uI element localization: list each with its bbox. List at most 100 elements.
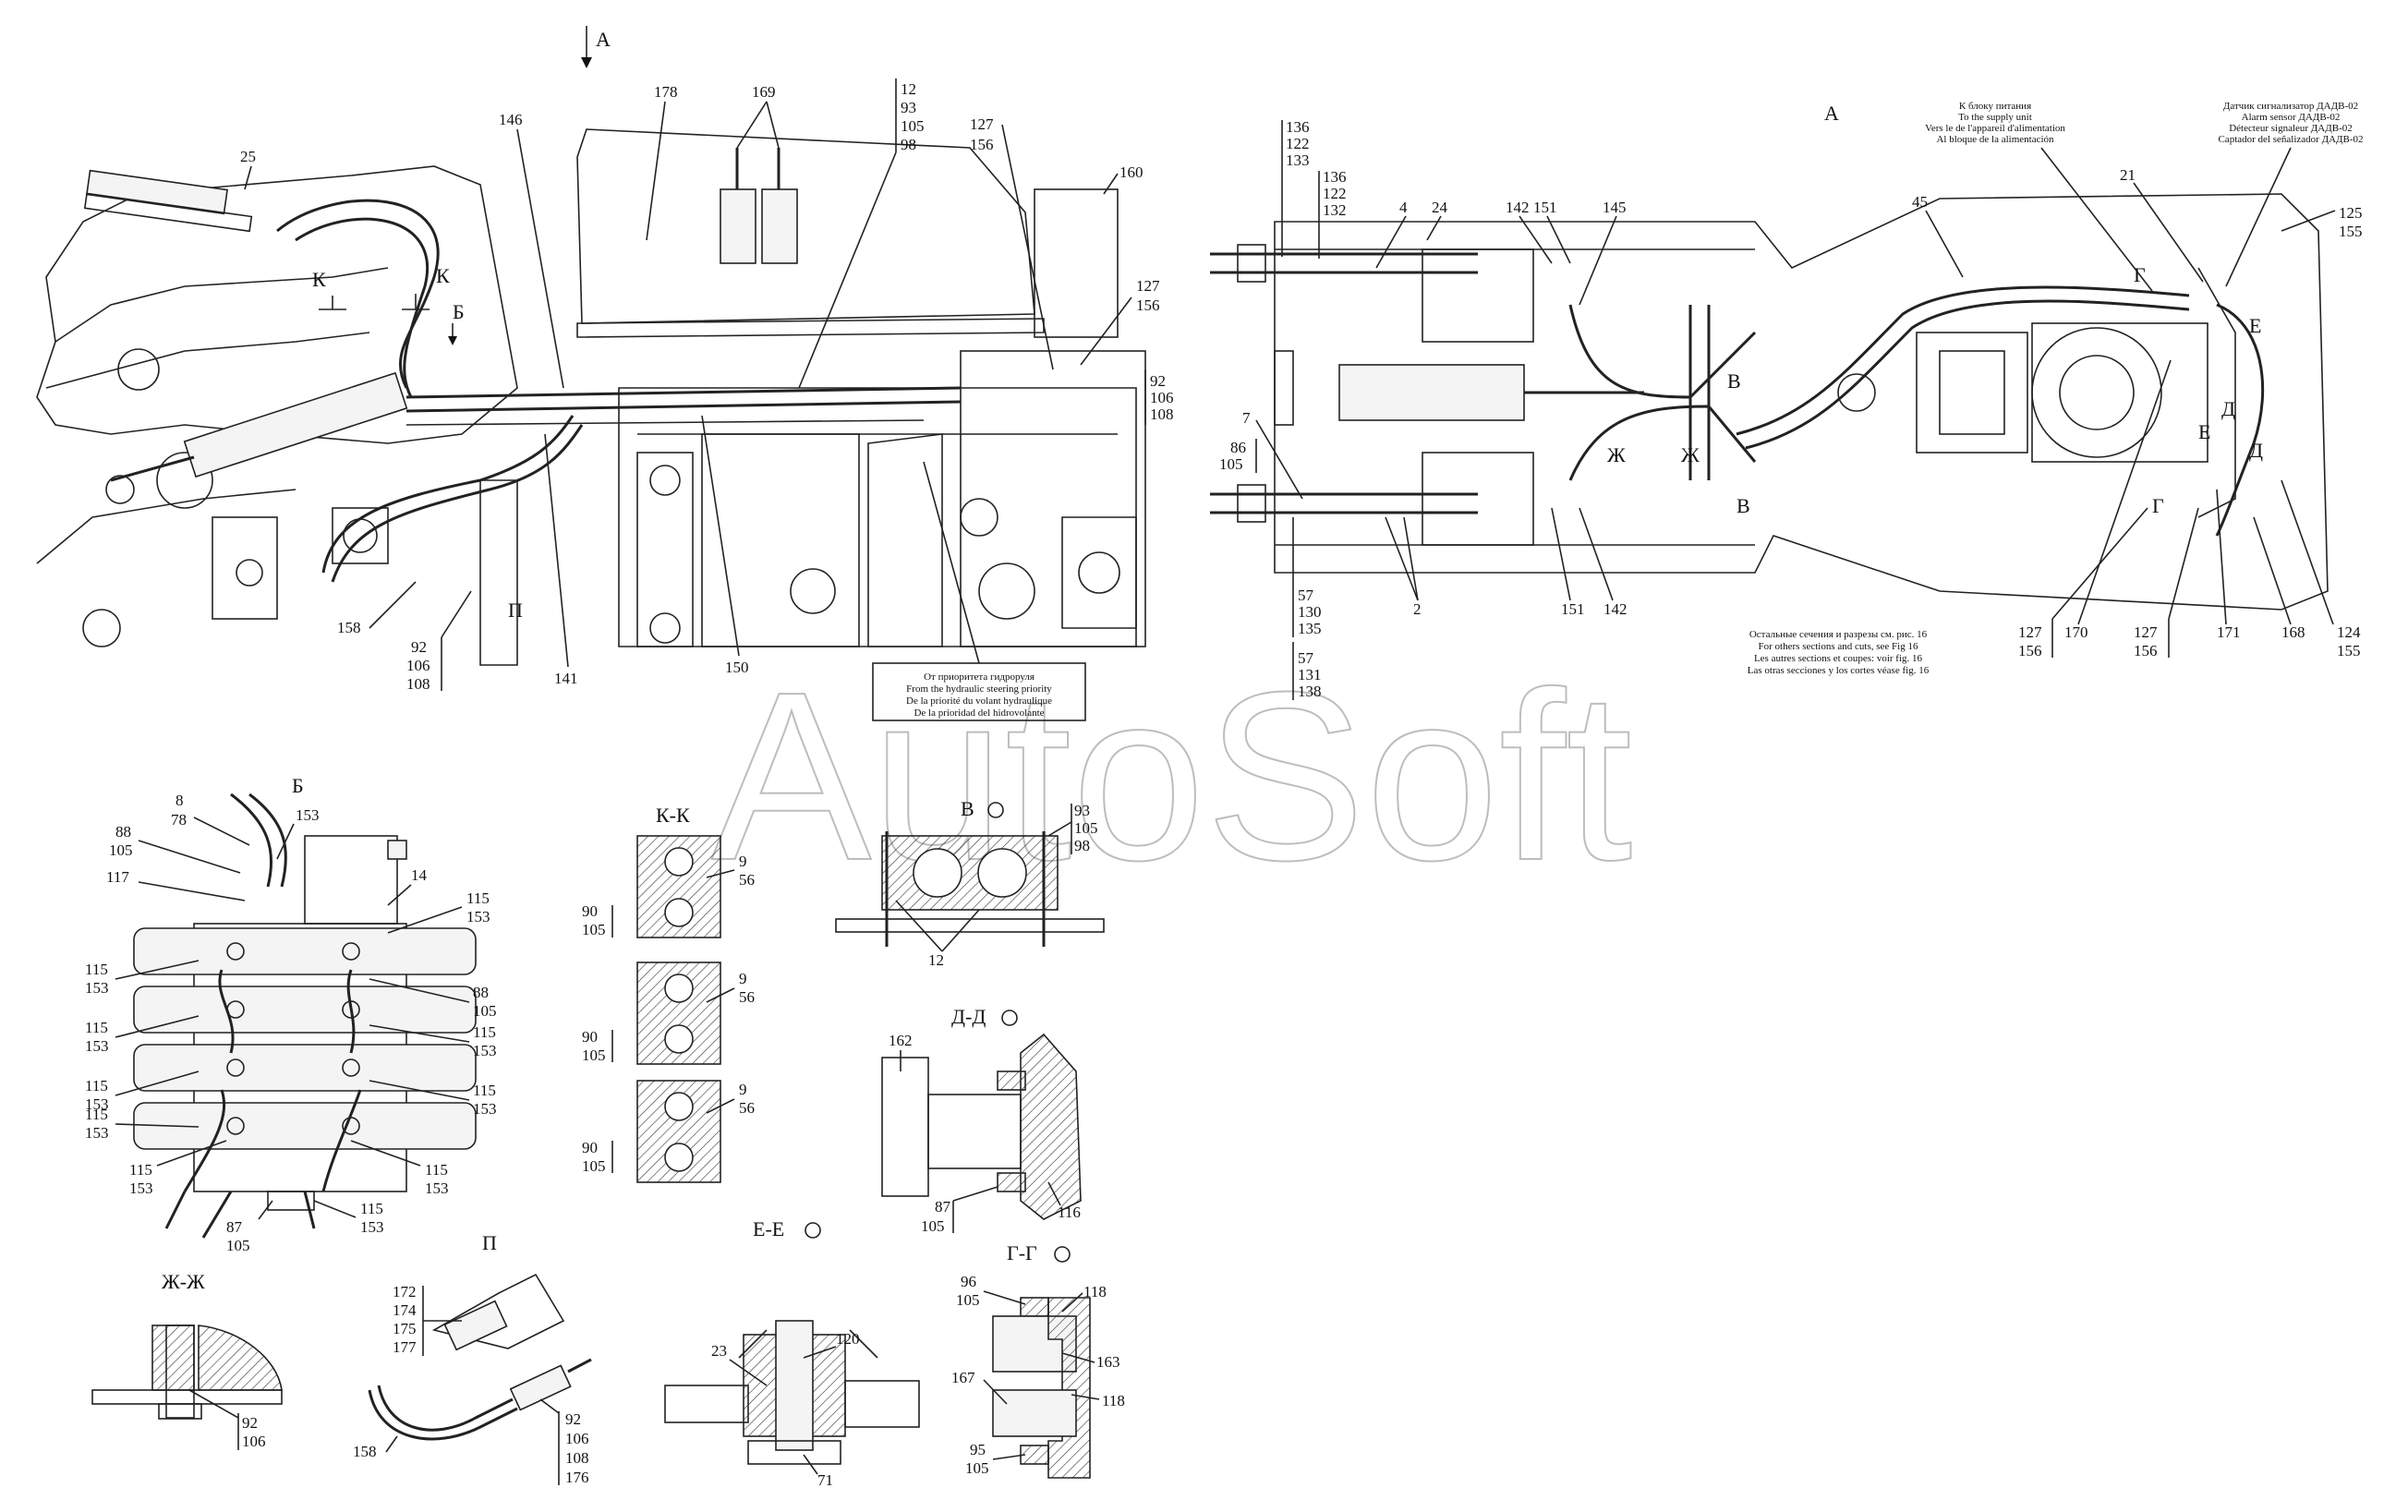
callout-93: 93 — [901, 99, 916, 116]
callout-150: 150 — [725, 659, 749, 676]
callout-115: 115 — [425, 1161, 448, 1179]
callout-142: 142 — [1603, 600, 1628, 618]
callout-96: 96 — [961, 1273, 976, 1290]
callout-56: 56 — [739, 1099, 755, 1117]
callout-122: 122 — [1286, 135, 1310, 152]
note-alarm-sensor-es: Captador del señalizador ДАДВ-02 — [2218, 134, 2363, 145]
side-view-callouts: 25 146 178 169 12 93 105 98 127 156 160 … — [240, 79, 1174, 693]
callout-160: 160 — [1119, 163, 1143, 181]
callout-115: 115 — [129, 1161, 152, 1179]
callout-115: 115 — [360, 1200, 383, 1217]
section-marker-k: К — [312, 268, 326, 291]
section-marker-e: Е — [2249, 314, 2261, 337]
section-b: Б 8 78 153 88 105 117 14 115 153 115 153 — [85, 774, 497, 1254]
callout-155: 155 — [2339, 223, 2363, 240]
callout-92: 92 — [411, 638, 427, 656]
callout-57: 57 — [1298, 587, 1314, 604]
callout-118: 118 — [1083, 1283, 1107, 1300]
callout-12: 12 — [901, 80, 916, 98]
section-b-title: Б — [292, 774, 304, 797]
section-marker-g: Г — [2152, 494, 2164, 517]
section-dd: Д-Д 162 87 105 116 — [881, 1005, 1082, 1235]
callout-105: 105 — [921, 1217, 945, 1235]
callout-87: 87 — [935, 1198, 951, 1216]
side-view — [36, 128, 1146, 666]
callout-158: 158 — [353, 1443, 377, 1460]
callout-105: 105 — [582, 921, 606, 938]
callout-92: 92 — [242, 1414, 258, 1432]
view-a-callouts: 136 122 133 136 122 132 4 24 142 151 145… — [1219, 118, 2363, 700]
callout-90: 90 — [582, 1028, 598, 1046]
callout-4: 4 — [1399, 199, 1408, 216]
callout-25: 25 — [240, 148, 256, 165]
callout-138: 138 — [1298, 683, 1322, 700]
view-a-plan: A — [1210, 102, 2329, 611]
note-steering-priority-es: De la prioridad del hidrovolante — [914, 708, 1044, 719]
callout-174: 174 — [393, 1301, 417, 1319]
view-a-title: A — [1824, 102, 1839, 125]
callout-57: 57 — [1298, 649, 1314, 667]
section-marker-d: Д — [2249, 439, 2263, 462]
callout-108: 108 — [406, 675, 430, 693]
callout-92: 92 — [565, 1410, 581, 1428]
note-supply-unit-es: Al bloque de la alimentación — [1936, 134, 2054, 145]
callout-106: 106 — [406, 657, 430, 674]
section-marker-v: В — [1736, 494, 1750, 517]
callout-178: 178 — [654, 83, 678, 101]
callout-153: 153 — [473, 1042, 497, 1059]
callout-23: 23 — [711, 1342, 727, 1360]
callout-136: 136 — [1286, 118, 1310, 136]
callout-142: 142 — [1506, 199, 1530, 216]
callout-9: 9 — [739, 970, 747, 987]
section-zhzh-title: Ж-Ж — [162, 1270, 205, 1293]
callout-133: 133 — [1286, 151, 1310, 169]
callout-45: 45 — [1912, 193, 1928, 211]
callout-7: 7 — [1242, 409, 1251, 427]
section-marker-p: П — [508, 599, 523, 622]
section-kk: К-К 9 56 90 105 9 56 90 105 9 56 90 105 — [582, 804, 755, 1183]
callout-9: 9 — [739, 853, 747, 870]
callout-127: 127 — [2018, 623, 2042, 641]
callout-108: 108 — [565, 1449, 589, 1467]
section-p: П 172 174 175 177 158 92 106 108 176 — [353, 1231, 592, 1486]
callout-141: 141 — [554, 670, 578, 687]
callout-105: 105 — [1074, 819, 1098, 837]
section-marker-e: Е — [2198, 420, 2210, 443]
callout-98: 98 — [901, 136, 916, 153]
callout-90: 90 — [582, 902, 598, 920]
callout-169: 169 — [752, 83, 776, 101]
callout-115: 115 — [85, 1077, 108, 1095]
callout-78: 78 — [171, 811, 187, 829]
callout-2: 2 — [1413, 600, 1422, 618]
callout-156: 156 — [2018, 642, 2042, 659]
callout-151: 151 — [1561, 600, 1585, 618]
callout-56: 56 — [739, 871, 755, 889]
callout-115: 115 — [85, 1019, 108, 1036]
callout-105: 105 — [473, 1002, 497, 1020]
section-zhzh: Ж-Ж 92 106 — [91, 1270, 283, 1450]
callout-88: 88 — [115, 823, 131, 841]
callout-163: 163 — [1096, 1353, 1120, 1371]
section-marker-b: Б — [453, 300, 465, 323]
callout-105: 105 — [582, 1046, 606, 1064]
section-marker-v: В — [1727, 369, 1741, 393]
callout-88: 88 — [473, 984, 489, 1001]
callout-93: 93 — [1074, 802, 1090, 819]
callout-105: 105 — [226, 1237, 250, 1254]
callout-115: 115 — [85, 961, 108, 978]
callout-98: 98 — [1074, 837, 1090, 854]
callout-156: 156 — [970, 136, 994, 153]
callout-115: 115 — [85, 1106, 108, 1123]
callout-105: 105 — [956, 1291, 980, 1309]
callout-71: 71 — [817, 1471, 833, 1489]
callout-162: 162 — [889, 1032, 913, 1049]
callout-105: 105 — [582, 1157, 606, 1175]
callout-153: 153 — [296, 806, 320, 824]
callout-132: 132 — [1323, 201, 1347, 219]
section-dd-title: Д-Д — [951, 1005, 986, 1028]
callout-130: 130 — [1298, 603, 1322, 621]
section-marker-d: Д — [2221, 397, 2235, 420]
callout-124: 124 — [2337, 623, 2361, 641]
note-supply-unit-ru: К блоку питания — [1959, 101, 2031, 112]
